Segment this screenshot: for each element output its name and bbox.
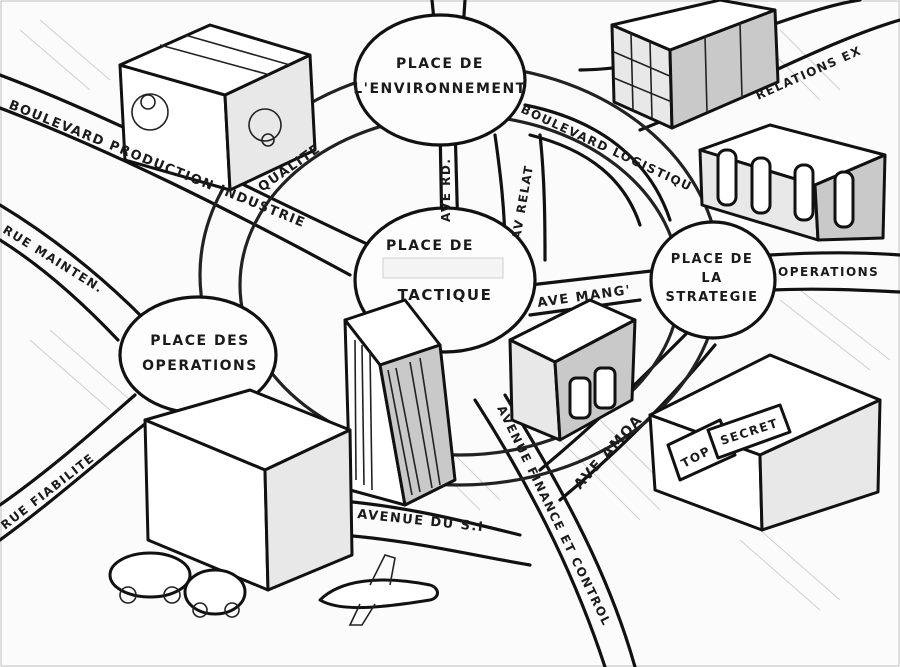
cube-building xyxy=(143,388,354,592)
vehicles xyxy=(108,551,439,626)
tower-building xyxy=(343,298,457,507)
plaza-strategie-line2: LA xyxy=(701,271,722,286)
plaza-strategie xyxy=(649,220,777,340)
plaza-tactique-line1: PLACE DE xyxy=(386,238,474,254)
plane-icon xyxy=(318,578,439,610)
secret-label xyxy=(706,403,792,460)
plaza-environnement-line1: PLACE DE xyxy=(396,56,484,72)
plaza-operations-line2: OPERATIONS xyxy=(142,358,258,374)
grid-building xyxy=(610,0,780,130)
buildings xyxy=(118,0,887,592)
secret-building xyxy=(648,353,882,532)
car-icon xyxy=(108,551,192,599)
factory-building xyxy=(118,23,317,192)
road-maintenance-label: RUE MAINTEN. xyxy=(0,223,106,296)
pencil-hatching xyxy=(19,19,891,611)
road-fiabilite-label: RUE FIABILITE xyxy=(0,451,97,533)
label-patch xyxy=(382,257,504,279)
plaza-labels: PLACE DE L'ENVIRONNEMENT PLACE DE TACTIQ… xyxy=(142,56,759,374)
plaza-strategie-line3: STRATEGIE xyxy=(666,290,759,305)
plaza-operations-line1: PLACE DES xyxy=(150,333,250,349)
plaza-strategie-line1: PLACE DE xyxy=(671,252,754,267)
road-rd-label: AVE RD. xyxy=(439,158,453,222)
plaza-tactique-line2: TACTIQUE xyxy=(398,286,493,304)
warehouse-building xyxy=(508,298,637,442)
road-operations-label: OPERATIONS xyxy=(778,265,879,279)
plaza-environnement-line2: L'ENVIRONNEMENT xyxy=(353,81,526,97)
plaza-environnement xyxy=(353,13,527,147)
road-relat-label: AV RELAT xyxy=(509,164,536,241)
lab-building xyxy=(698,123,887,242)
